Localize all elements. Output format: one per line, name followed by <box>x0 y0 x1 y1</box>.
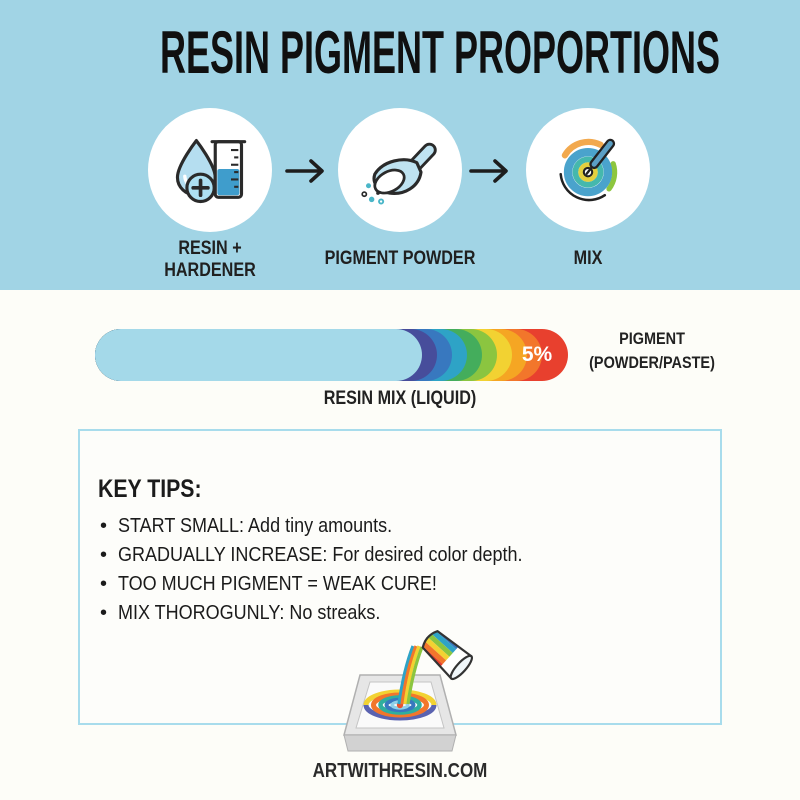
swirl-shape <box>559 138 618 202</box>
right-arrow-icon <box>469 159 508 183</box>
pour-stream <box>397 645 424 705</box>
pigment-label: PIGMENT (POWDER/PASTE) <box>589 329 715 372</box>
tip-item: • GRADUALLY INCREASE: For desired color … <box>100 544 523 566</box>
tip-item: • START SMALL: Add tiny amounts. <box>100 515 393 537</box>
bullet-dot: • <box>100 573 108 595</box>
key-tips-list: • START SMALL: Add tiny amounts. • GRADU… <box>100 515 567 631</box>
pigment-percent-value: 5% <box>521 343 553 366</box>
step-label-pigment-powder: PIGMENT POWDER <box>324 248 476 269</box>
powder-dots <box>361 183 385 205</box>
bullet-dot: • <box>100 544 108 566</box>
pigment-scoop-icon <box>361 142 437 205</box>
page-title: RESIN PIGMENT PROPORTIONS <box>159 19 721 86</box>
step-label-resin-hardener: RESIN + HARDENER <box>164 238 256 281</box>
header-band: RESIN PIGMENT PROPORTIONS <box>0 0 800 290</box>
resin-liquid-bar <box>95 329 422 381</box>
resin-mix-label: RESIN MIX (LIQUID) <box>323 388 477 409</box>
mix-swirl-icon <box>559 138 618 202</box>
bullet-dot: • <box>100 602 108 624</box>
tip-item: • MIX THOROGUNLY: No streaks. <box>100 602 381 624</box>
beaker-shape <box>210 140 247 199</box>
footer-site-url: ARTWITHRESIN.COM <box>312 760 488 782</box>
stir-stick <box>585 138 616 175</box>
pouring-cup <box>417 626 474 681</box>
step-label-mix: MIX <box>573 248 603 269</box>
pouring-rainbow-resin-icon <box>343 626 474 752</box>
step-pigment-powder <box>338 108 462 232</box>
step-resin-hardener <box>148 108 272 232</box>
ratio-bar: 5% <box>95 329 568 381</box>
step-mix <box>526 108 650 232</box>
droplet-beaker-plus-icon <box>175 139 247 204</box>
bullet-dot: • <box>100 515 108 537</box>
plus-icon <box>185 172 216 204</box>
key-tips-heading: KEY TIPS: <box>98 475 202 503</box>
tip-item: • TOO MUCH PIGMENT = WEAK CURE! <box>100 573 437 595</box>
right-arrow-icon <box>285 159 324 183</box>
